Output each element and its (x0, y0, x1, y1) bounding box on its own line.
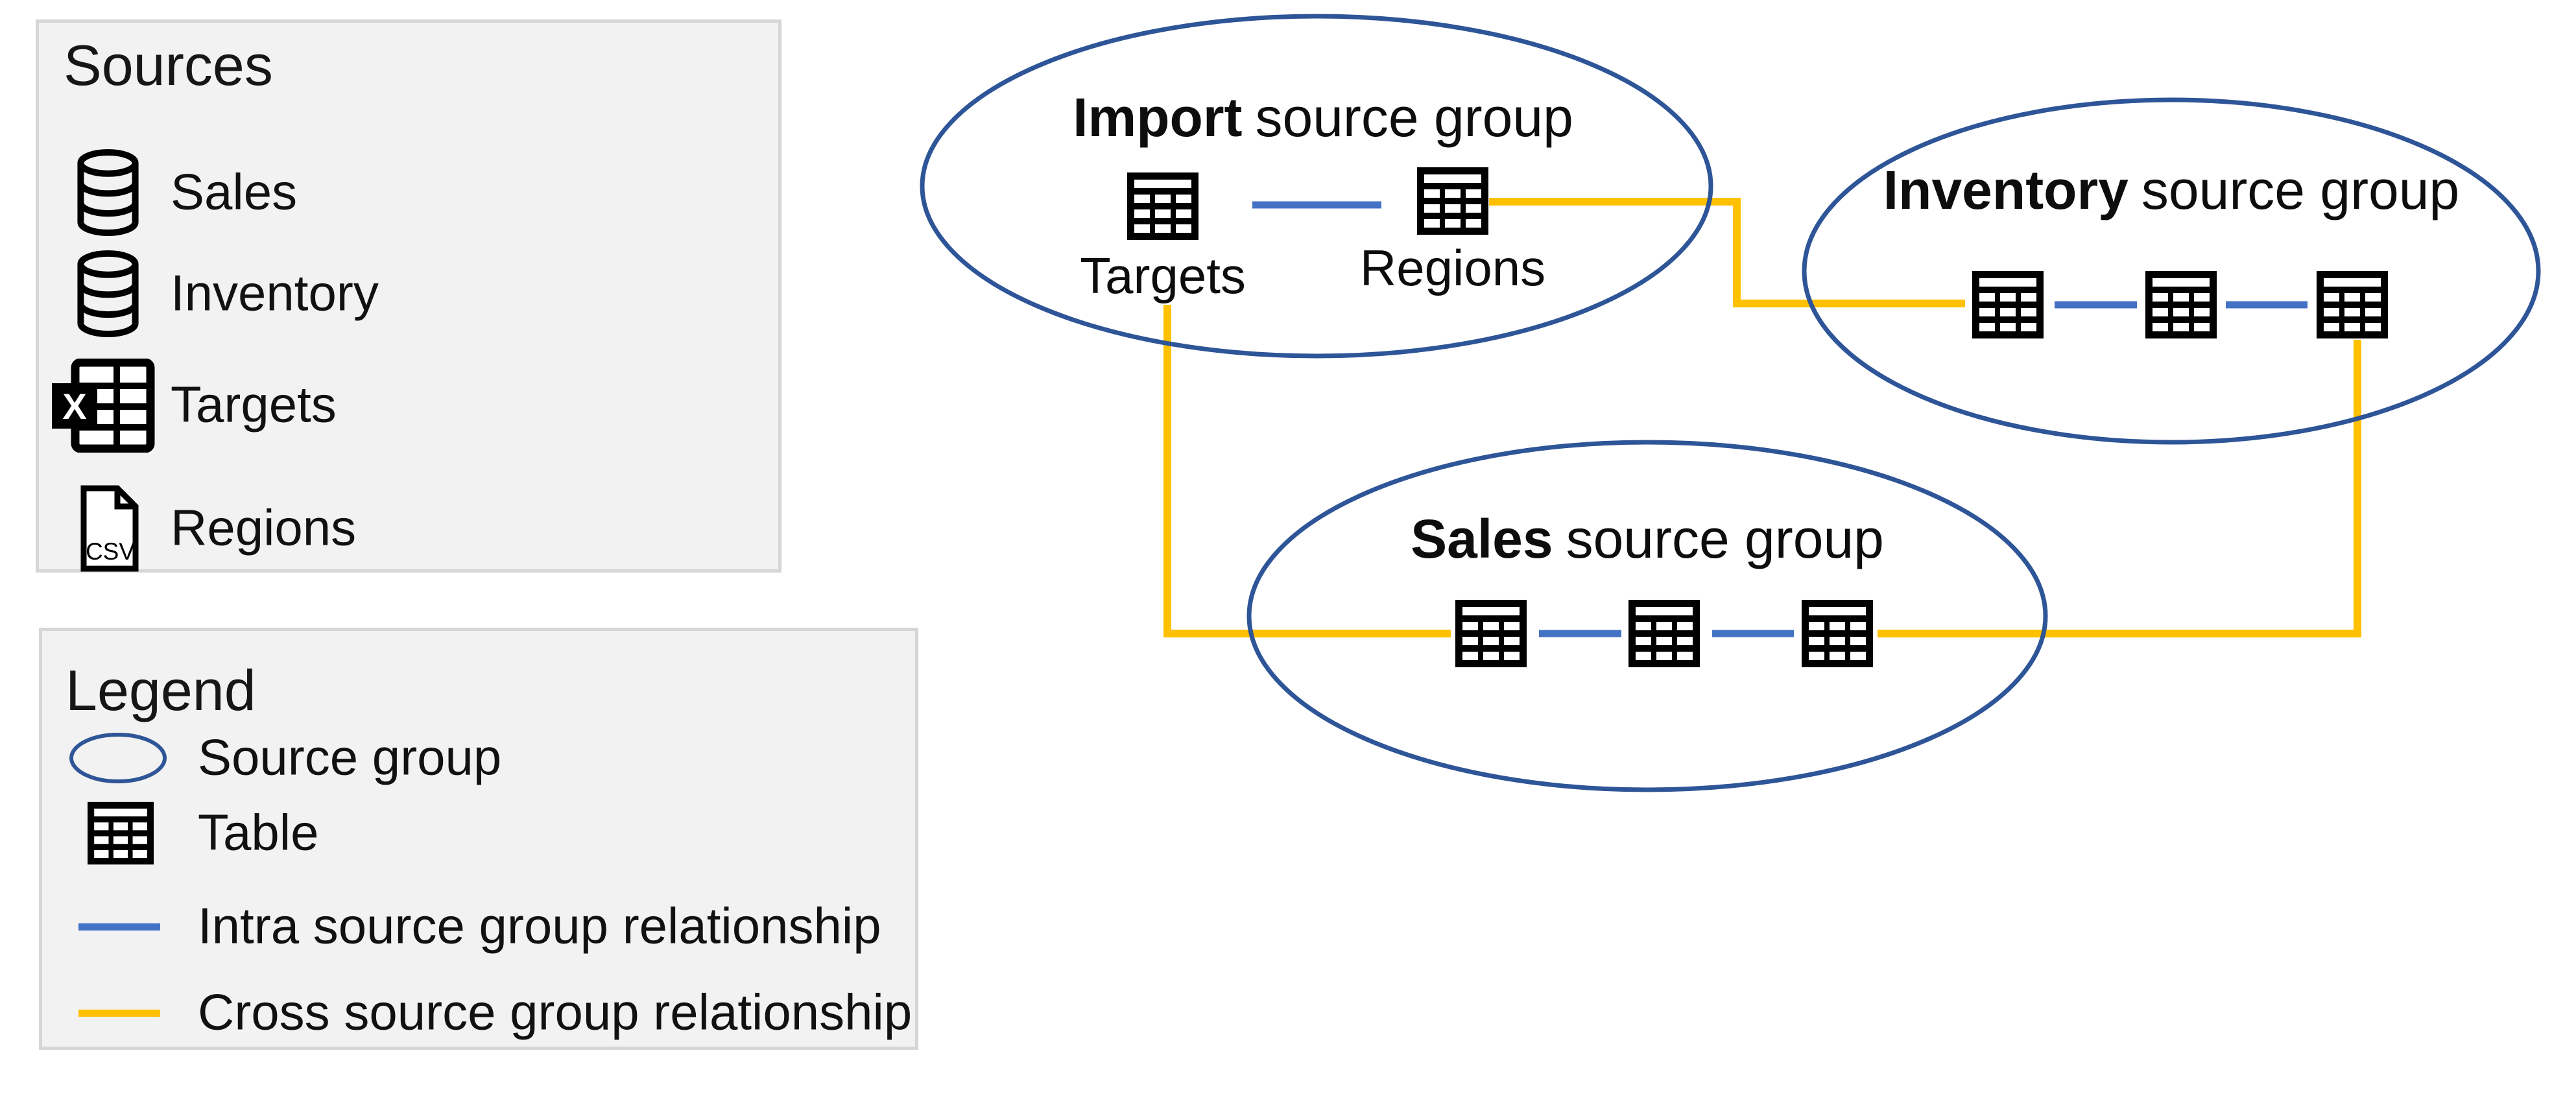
csv-file-icon: CSV (80, 485, 139, 572)
intra-line-swatch (78, 923, 160, 931)
sales-group-title-bold: Sales (1411, 508, 1553, 569)
inventory-group-title-rest: source group (2141, 160, 2459, 220)
source-item-label: Sales (171, 163, 298, 220)
table-icon-sales-2 (1628, 600, 1700, 667)
legend-panel-title: Legend (66, 658, 256, 722)
table-icon-inventory-1 (1972, 271, 2044, 338)
intra-relationships (1252, 201, 2308, 637)
sales-source-group-ellipse (1246, 440, 2048, 792)
table-label-regions: Regions (1360, 239, 1545, 296)
cross-relationship-sales-to-inventory (1878, 340, 2361, 637)
table-icon-import-targets (1127, 172, 1199, 240)
table-icon-inventory-3 (2317, 271, 2388, 338)
import-group-title-bold: Import (1073, 87, 1242, 148)
legend-panel: Legend Source group Table Intra source g… (39, 628, 918, 1050)
source-item-label: Regions (171, 499, 357, 556)
source-group-ellipse-icon (69, 733, 167, 783)
legend-item-label: Table (198, 803, 319, 861)
source-item-label: Targets (171, 375, 337, 433)
table-icon-sales-3 (1802, 600, 1873, 667)
import-group-title-rest: source group (1256, 87, 1573, 148)
cross-relationship-targets-to-sales (1163, 305, 1451, 637)
sources-panel-title: Sources (64, 33, 273, 97)
table-icon-inventory-2 (2145, 271, 2217, 338)
excel-x-glyph: X (62, 386, 86, 427)
cross-relationships (1163, 198, 2361, 637)
inventory-source-group-ellipse (1802, 97, 2541, 445)
table-icon-import-regions (1417, 167, 1488, 235)
csv-glyph: CSV (86, 538, 135, 565)
cross-relationship-regions-to-inventory (1489, 198, 1965, 307)
table-label-targets: Targets (1080, 247, 1246, 304)
legend-item-label: Cross source group relationship (198, 983, 912, 1041)
legend-item-label: Intra source group relationship (198, 897, 881, 955)
legend-item-label: Source group (198, 728, 502, 786)
sales-group-title-rest: source group (1566, 508, 1884, 569)
inventory-group-title-bold: Inventory (1883, 160, 2129, 220)
import-source-group-ellipse (920, 14, 1713, 359)
excel-icon: X (52, 359, 155, 453)
sources-panel: Sources Sales Inventory X Targets CSV Re… (36, 19, 781, 573)
table-icon-sales-1 (1455, 600, 1527, 667)
cross-line-swatch (78, 1010, 160, 1017)
source-item-label: Inventory (171, 264, 379, 322)
